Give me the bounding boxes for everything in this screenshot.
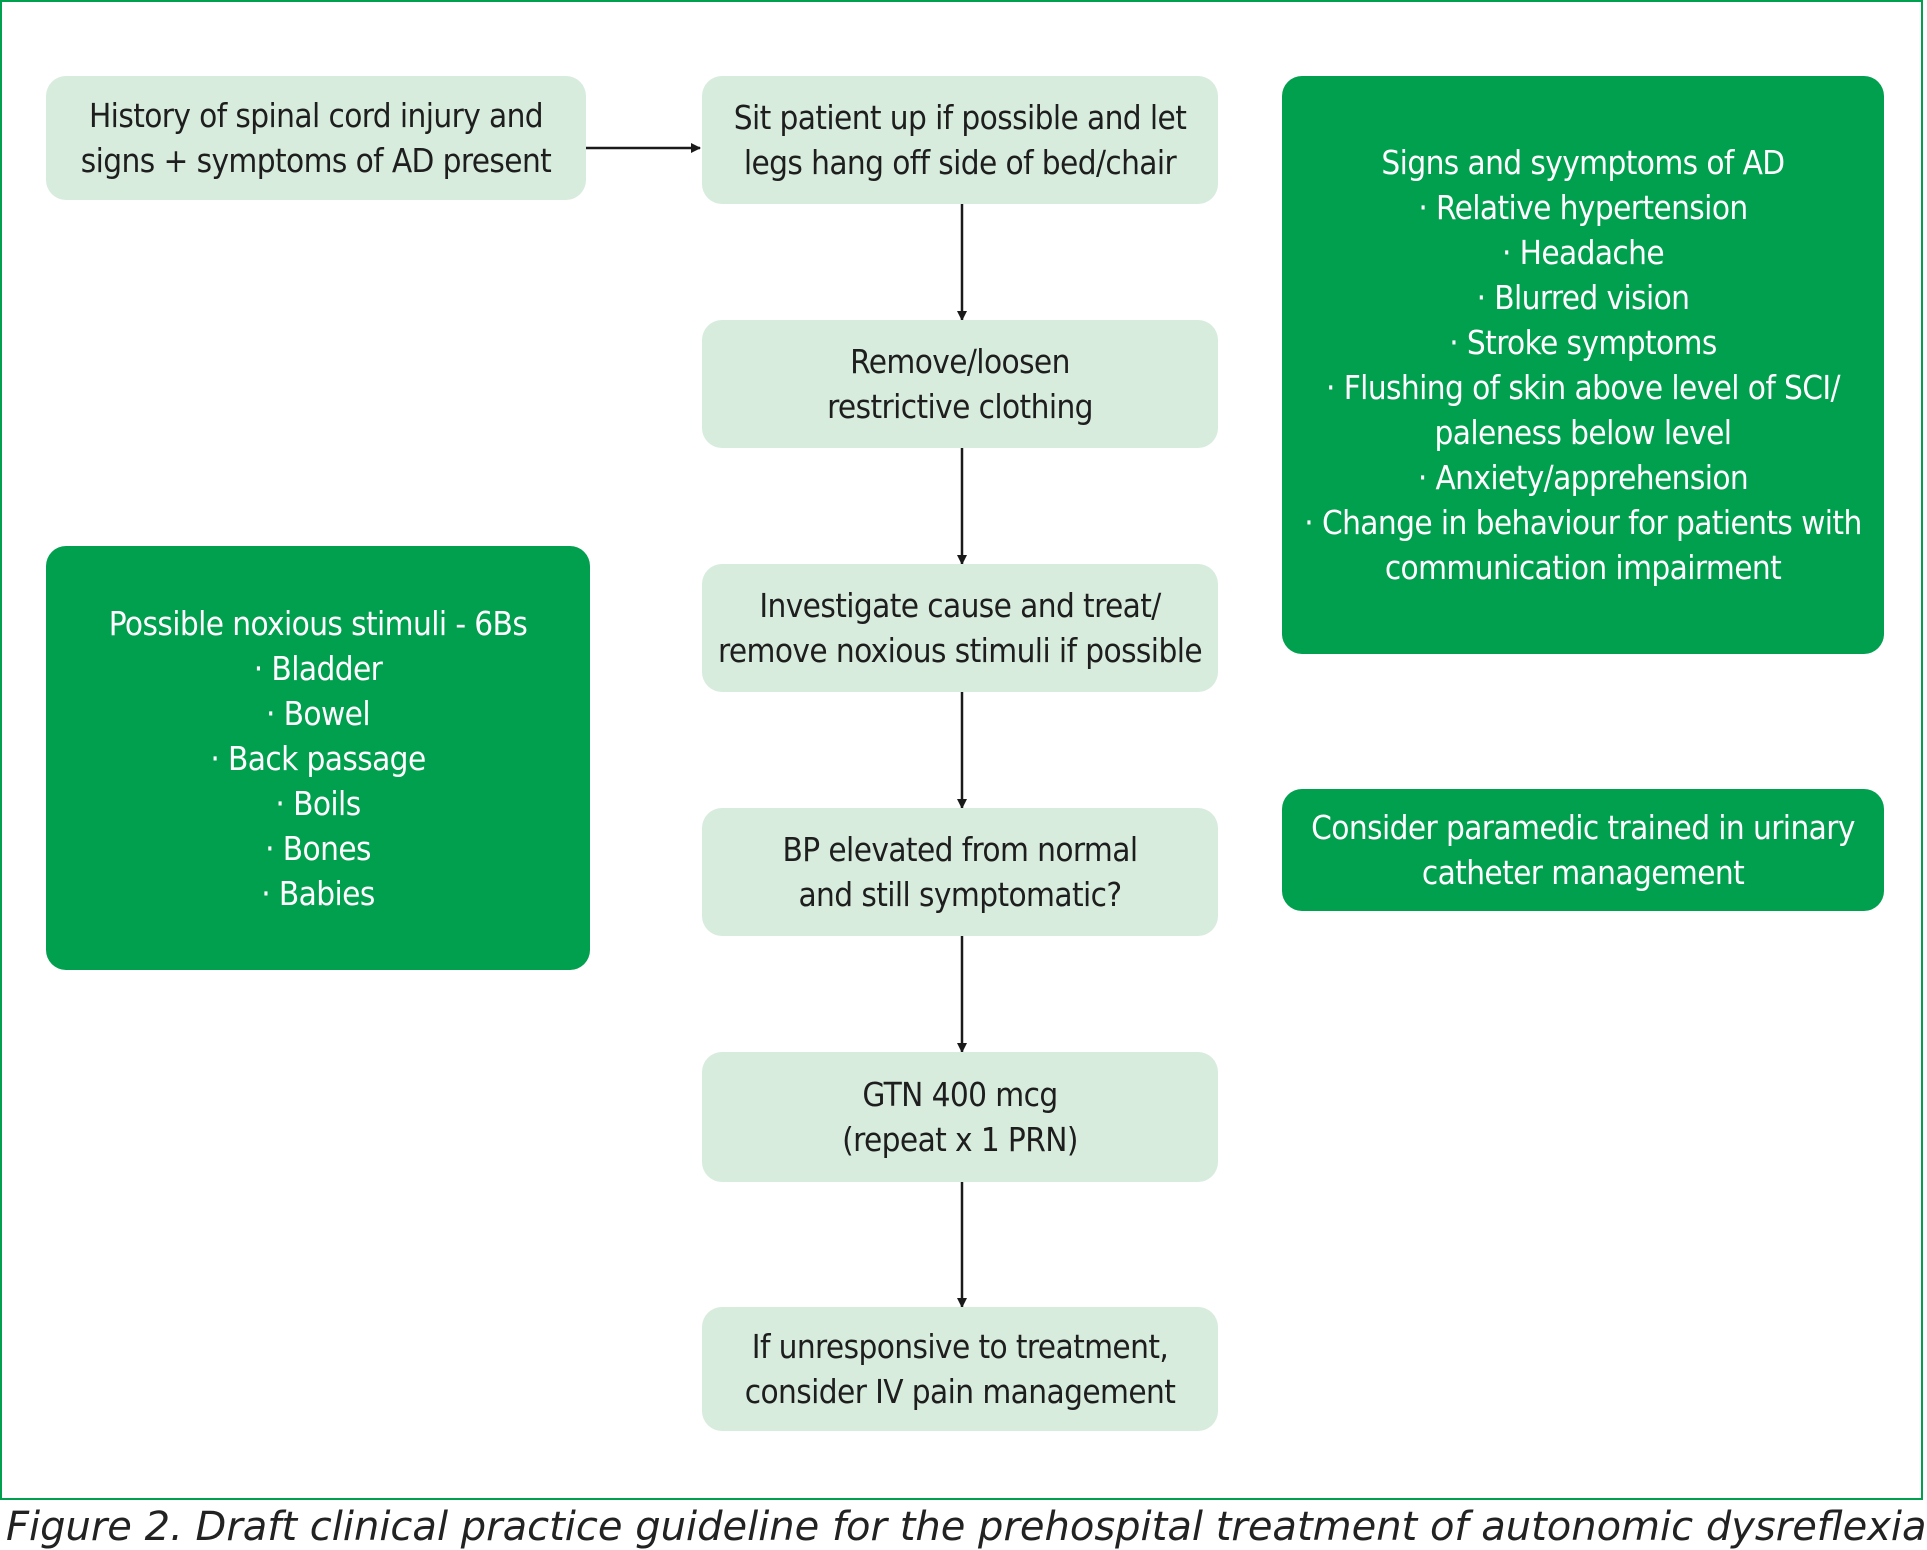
figure-caption: Figure 2. Draft clinical practice guidel… [0,1505,1927,1549]
noxious-stimuli-panel: Possible noxious stimuli - 6Bs · Bladder… [46,546,590,970]
step-1-line-1: Sit patient up if possible and let [733,98,1187,137]
signs-symptoms-title: Signs and syymptoms of AD [1381,143,1785,182]
step-iv-pain-management: If unresponsive to treatment, consider I… [702,1307,1218,1431]
step-5-line-1: GTN 400 mcg [862,1075,1058,1114]
step-2-line-1: Remove/loosen [850,342,1070,381]
step-1-line-2: legs hang off side of bed/chair [743,143,1177,182]
noxious-stimuli-item: · Back passage [210,738,426,778]
start-line-2: signs + symptoms of AD present [80,141,552,180]
signs-symptoms-panel: Signs and syymptoms of AD · Relative hyp… [1282,76,1884,654]
figure-caption-text: Figure 2. Draft clinical practice guidel… [6,1504,1927,1550]
signs-symptoms-item: · Flushing of skin above level of SCI/ [1326,368,1841,407]
step-5-line-2: (repeat x 1 PRN) [842,1120,1078,1159]
noxious-stimuli-item: · Boils [275,783,361,823]
noxious-stimuli-title: Possible noxious stimuli - 6Bs [108,603,528,643]
start-line-1: History of spinal cord injury and [88,96,544,135]
step-remove-clothing: Remove/loosen restrictive clothing [702,320,1218,448]
step-4-line-1: BP elevated from normal [782,830,1138,869]
step-3-line-2: remove noxious stimuli if possible [717,631,1203,670]
step-6-line-2: consider IV pain management [744,1372,1176,1411]
figure-frame: History of spinal cord injury and signs … [0,0,1923,1500]
signs-symptoms-item: · Anxiety/apprehension [1417,458,1749,497]
signs-symptoms-item: · Headache [1501,233,1665,272]
noxious-stimuli-item: · Bladder [253,648,383,688]
step-6-line-1: If unresponsive to treatment, [751,1327,1169,1366]
noxious-stimuli-item: · Bowel [266,693,371,733]
noxious-stimuli-item: · Babies [261,873,375,913]
signs-symptoms-item: · Change in behaviour for patients with [1304,503,1862,542]
paramedic-note-line-2: catheter management [1421,853,1745,892]
step-investigate-cause: Investigate cause and treat/ remove noxi… [702,564,1218,692]
paramedic-note-line-1: Consider paramedic trained in urinary [1311,808,1855,847]
signs-symptoms-item: · Blurred vision [1476,278,1690,317]
step-2-line-2: restrictive clothing [827,387,1093,426]
paramedic-note-panel: Consider paramedic trained in urinary ca… [1282,789,1884,911]
signs-symptoms-item: communication impairment [1384,548,1782,587]
step-3-line-1: Investigate cause and treat/ [759,586,1161,625]
signs-symptoms-item: · Relative hypertension [1418,188,1748,227]
step-sit-patient-up: Sit patient up if possible and let legs … [702,76,1218,204]
step-bp-elevated-decision: BP elevated from normal and still sympto… [702,808,1218,936]
step-4-line-2: and still symptomatic? [798,875,1122,914]
noxious-stimuli-item: · Bones [265,828,371,868]
step-gtn-dose: GTN 400 mcg (repeat x 1 PRN) [702,1052,1218,1182]
signs-symptoms-item: · Stroke symptoms [1449,323,1717,362]
start-box: History of spinal cord injury and signs … [46,76,586,200]
flow-connectors [586,143,967,1308]
signs-symptoms-item: paleness below level [1434,413,1732,452]
